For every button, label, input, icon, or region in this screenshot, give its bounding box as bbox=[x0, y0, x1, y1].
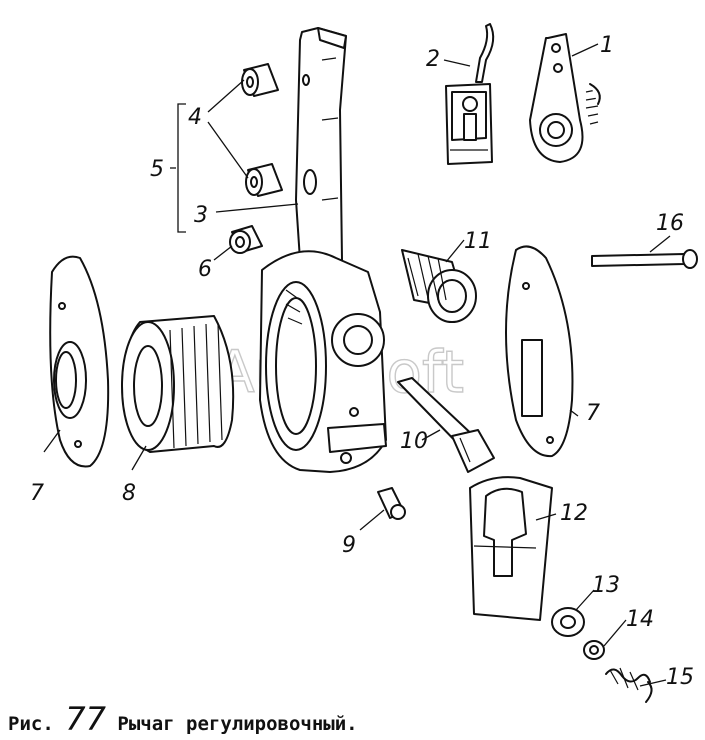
callout-13: 13 bbox=[592, 573, 620, 598]
callout-15: 15 bbox=[666, 665, 694, 690]
callout-5: 5 bbox=[150, 157, 164, 182]
part-4-bushings bbox=[241, 63, 283, 197]
part-10-worm-shaft bbox=[397, 377, 495, 473]
callout-14: 14 bbox=[626, 607, 654, 632]
caption-title: Рычаг регулировочный. bbox=[117, 713, 358, 735]
callout-12: 12 bbox=[560, 501, 588, 526]
part-7-cover-plate-right bbox=[505, 245, 574, 458]
callout-7-right: 7 bbox=[586, 401, 600, 426]
callout-6: 6 bbox=[198, 257, 212, 282]
callout-7-left: 7 bbox=[30, 481, 44, 506]
caption-prefix: Рис. bbox=[8, 713, 54, 735]
part-7-cover-plate-left bbox=[49, 255, 110, 468]
callout-4: 4 bbox=[188, 105, 202, 130]
caption-figure-number: 77 bbox=[65, 700, 106, 738]
part-3-lever-housing bbox=[259, 250, 387, 473]
callout-16: 16 bbox=[656, 211, 684, 236]
callout-9: 9 bbox=[342, 533, 356, 558]
figure-caption: Рис. 77 Рычаг регулировочный. bbox=[8, 700, 358, 738]
callout-10: 10 bbox=[400, 429, 428, 454]
callout-labels: 1 2 3 4 5 6 7 7 8 9 10 11 12 13 14 15 16 bbox=[30, 33, 694, 690]
part-6-bushing bbox=[229, 225, 263, 254]
part-2-bracket bbox=[445, 23, 495, 165]
part-12-lock-plate bbox=[469, 476, 553, 621]
leader-lines bbox=[43, 43, 671, 687]
callout-3: 3 bbox=[194, 203, 208, 228]
part-13-nut bbox=[551, 607, 585, 637]
callout-11: 11 bbox=[464, 229, 492, 254]
part-14-washer bbox=[583, 640, 605, 660]
part-9-grease-fitting bbox=[377, 487, 406, 520]
part-1-lever-assembly bbox=[529, 33, 601, 163]
callout-1: 1 bbox=[600, 33, 614, 58]
callout-8: 8 bbox=[122, 481, 136, 506]
part-8-worm-wheel bbox=[121, 315, 235, 453]
part-16-pin bbox=[591, 249, 698, 269]
part-11-worm bbox=[401, 249, 477, 323]
callout-2: 2 bbox=[426, 47, 440, 72]
